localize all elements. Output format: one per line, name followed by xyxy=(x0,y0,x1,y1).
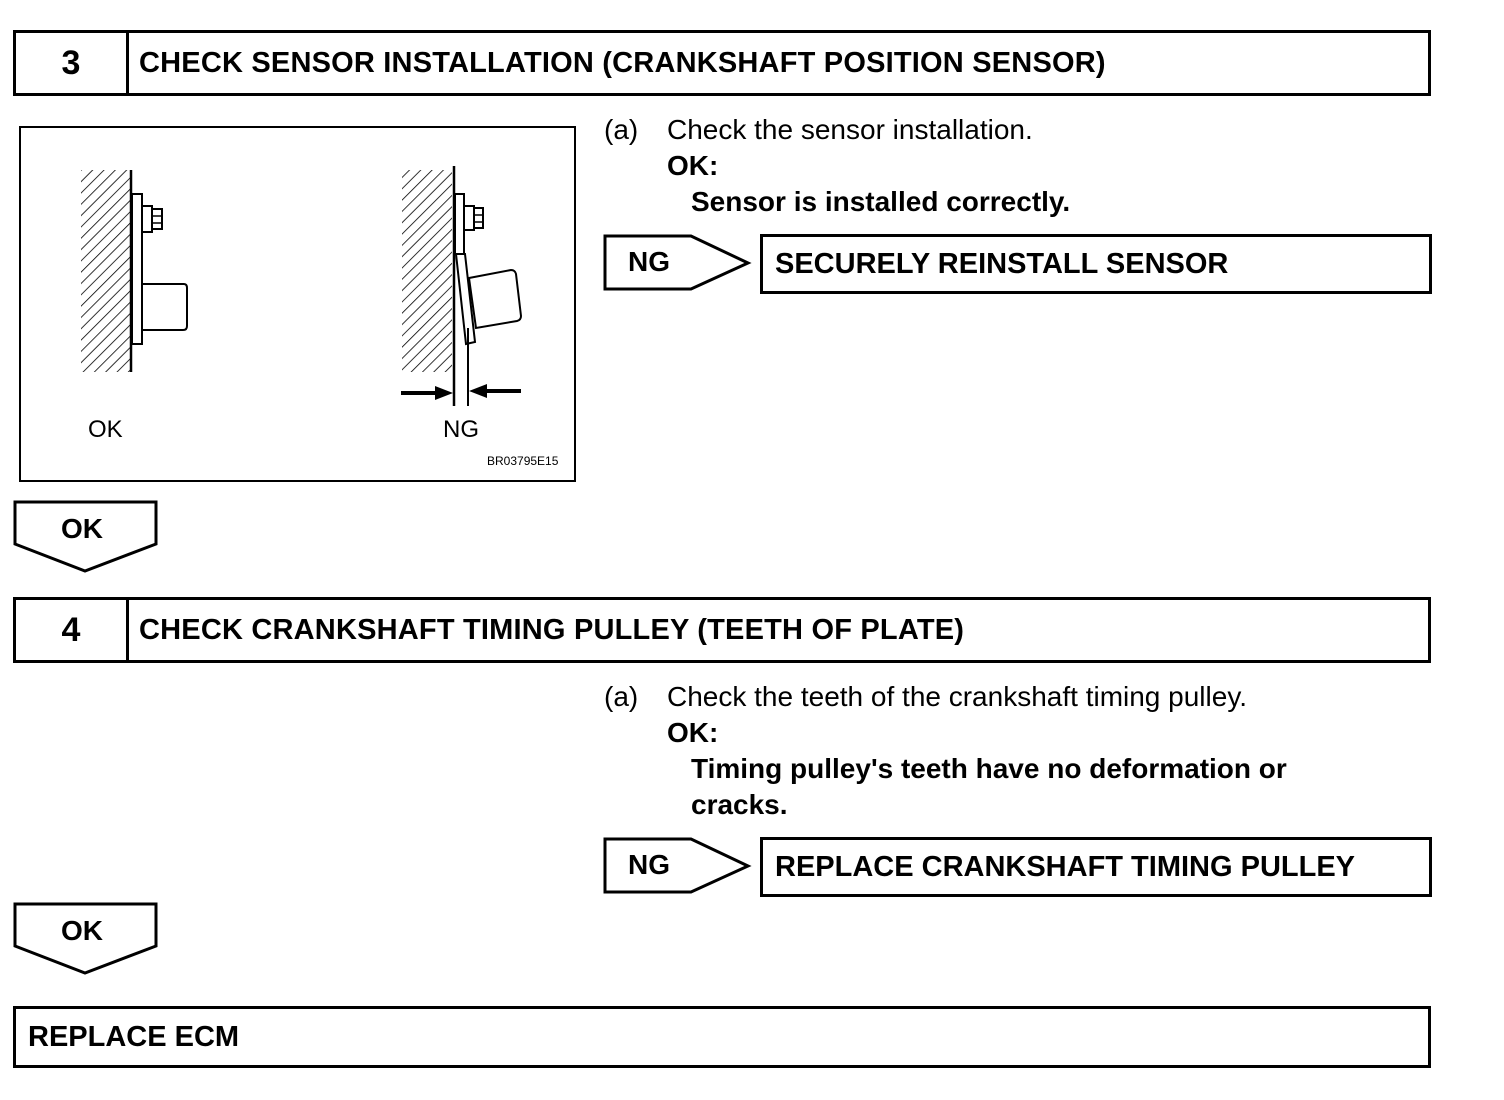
ok-sensor-drawing xyxy=(81,170,188,372)
step-number: 4 xyxy=(16,600,129,660)
sensor-diagram xyxy=(81,166,523,406)
sensor-installation-figure: OK NG BR03795E15 xyxy=(19,126,576,482)
step3-ng-action: SECURELY REINSTALL SENSOR xyxy=(760,234,1432,294)
step3-instruction: Check the sensor installation. xyxy=(667,114,1033,145)
step4-instruction: Check the teeth of the crankshaft timing… xyxy=(667,681,1248,712)
step4-ng-arrow: NG xyxy=(603,837,753,895)
figure-label-ng: NG xyxy=(443,416,479,443)
step3-ng-label: NG xyxy=(628,246,670,277)
step4-ok-criteria-line2: cracks. xyxy=(691,789,788,820)
step3-ok-criteria: Sensor is installed correctly. xyxy=(691,186,1071,217)
step4-ok-criteria-line1: Timing pulley's teeth have no deformatio… xyxy=(691,753,1287,784)
step-title: CHECK SENSOR INSTALLATION (CRANKSHAFT PO… xyxy=(139,46,1106,79)
step-3-header: 3 CHECK SENSOR INSTALLATION (CRANKSHAFT … xyxy=(13,30,1431,96)
step-title: CHECK CRANKSHAFT TIMING PULLEY (TEETH OF… xyxy=(139,613,965,646)
ok-down-arrow-icon xyxy=(13,902,158,975)
ng-sensor-drawing xyxy=(401,166,523,406)
step-4-header: 4 CHECK CRANKSHAFT TIMING PULLEY (TEETH … xyxy=(13,597,1431,663)
step3-ng-arrow: NG xyxy=(603,234,753,292)
figure-label-ok: OK xyxy=(88,416,123,443)
step-number: 3 xyxy=(16,33,129,93)
step3-item-marker: (a) xyxy=(604,114,639,145)
step4-item-marker: (a) xyxy=(604,681,639,712)
ng-arrow-icon xyxy=(603,234,752,291)
ok-arrow-1-label: OK xyxy=(61,513,103,544)
ok-arrow-2-label: OK xyxy=(61,915,103,946)
figure-code: BR03795E15 xyxy=(487,454,559,468)
ok-arrow-1: OK xyxy=(13,500,159,574)
ok-down-arrow-icon xyxy=(13,500,158,573)
ng-arrow-icon xyxy=(603,837,752,894)
step4-ng-label: NG xyxy=(628,849,670,880)
final-action: REPLACE ECM xyxy=(13,1006,1431,1068)
step4-ng-action: REPLACE CRANKSHAFT TIMING PULLEY xyxy=(760,837,1432,897)
ok-arrow-2: OK xyxy=(13,902,159,976)
step3-ok-label: OK: xyxy=(667,150,719,181)
step4-ok-label: OK: xyxy=(667,717,719,748)
